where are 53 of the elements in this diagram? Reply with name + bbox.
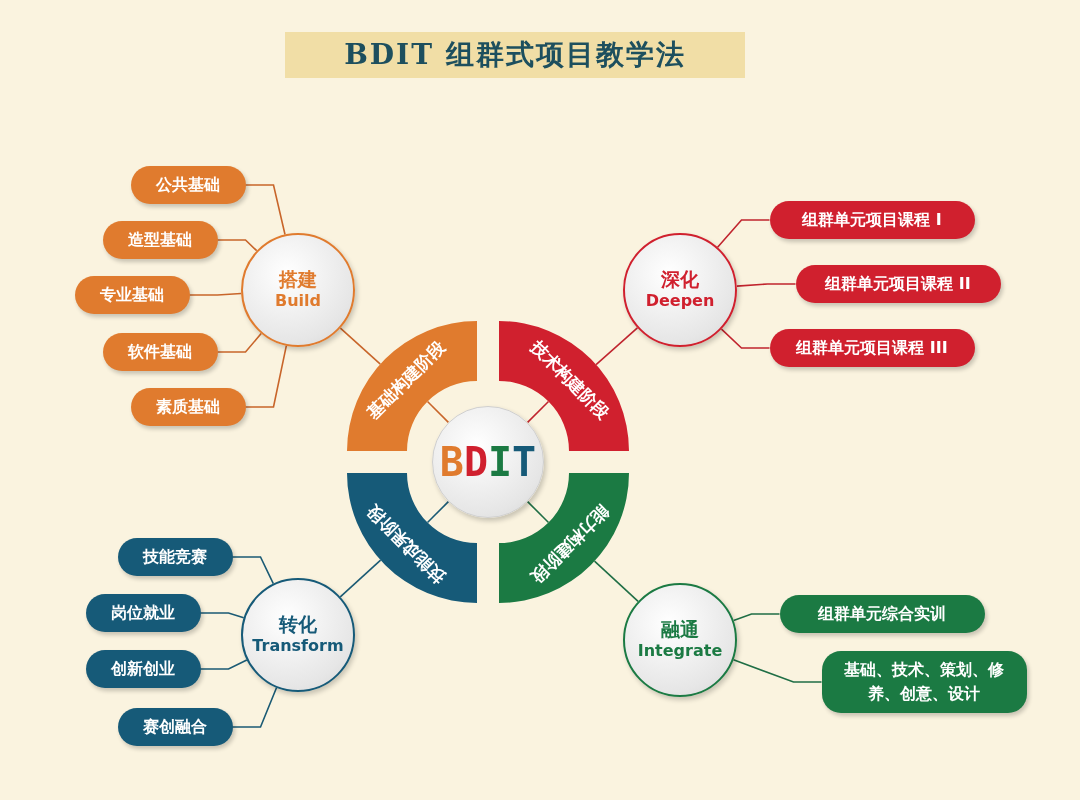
- phase-subtitle: Integrate: [637, 640, 723, 662]
- connector-line: [199, 612, 245, 619]
- item-pill: 岗位就业: [85, 594, 201, 632]
- connector-line: [216, 239, 258, 252]
- phase-title: 转化: [279, 613, 317, 635]
- connector-line: [244, 184, 286, 236]
- stage-label: 技能成果阶段: [362, 499, 451, 588]
- stage-label: 基础构建阶段: [362, 336, 451, 425]
- center-circle: [432, 406, 544, 518]
- connector-line: [339, 559, 382, 598]
- center-label: BDIT: [439, 439, 537, 485]
- item-pill: 组群单元项目课程 III: [769, 329, 975, 367]
- stage-label: 技术构建阶段: [525, 336, 614, 425]
- phase-subtitle: Deepen: [645, 290, 715, 312]
- item-pill: 素质基础: [130, 388, 246, 426]
- connector-line: [216, 332, 262, 353]
- connector-line: [595, 327, 639, 366]
- connector-line: [720, 328, 771, 349]
- item-pill: 组群单元项目课程 II: [795, 265, 1001, 303]
- phase-circle: [623, 233, 737, 347]
- connector-line: [199, 659, 248, 670]
- item-pill: 公共基础: [130, 166, 246, 204]
- item-pill: 造型基础: [102, 221, 218, 259]
- phase-title: 融通: [661, 618, 699, 640]
- phase-title: 搭建: [279, 268, 317, 290]
- connector-line: [188, 292, 242, 296]
- connector-line: [339, 327, 382, 365]
- phase-subtitle: Transform: [252, 635, 344, 657]
- item-pill: 基础、技术、策划、修养、创意、设计: [821, 651, 1027, 713]
- connector-line: [244, 345, 288, 408]
- connector-line: [593, 560, 639, 603]
- connector-line: [732, 659, 823, 683]
- connector-line: [231, 687, 278, 728]
- item-pill: 组群单元综合实训: [779, 595, 985, 633]
- connector-line: [732, 613, 781, 622]
- connector-line: [526, 500, 550, 524]
- stage-label: 能力构建阶段: [525, 499, 614, 588]
- title-banner: BDIT 组群式项目教学法: [285, 32, 745, 78]
- item-pill: 创新创业: [85, 650, 201, 688]
- connector-line: [736, 283, 797, 287]
- connector-line: [426, 400, 450, 424]
- phase-circle: [623, 583, 737, 697]
- item-pill: 赛创融合: [117, 708, 233, 746]
- item-pill: 专业基础: [74, 276, 190, 314]
- item-pill: 技能竞赛: [117, 538, 233, 576]
- connector-line: [231, 556, 275, 585]
- phase-title: 深化: [661, 268, 699, 290]
- item-pill: 组群单元项目课程 I: [769, 201, 975, 239]
- connector-line: [716, 219, 771, 248]
- connector-line: [526, 400, 550, 424]
- item-pill: 软件基础: [102, 333, 218, 371]
- connector-line: [426, 500, 450, 524]
- phase-subtitle: Build: [275, 290, 321, 312]
